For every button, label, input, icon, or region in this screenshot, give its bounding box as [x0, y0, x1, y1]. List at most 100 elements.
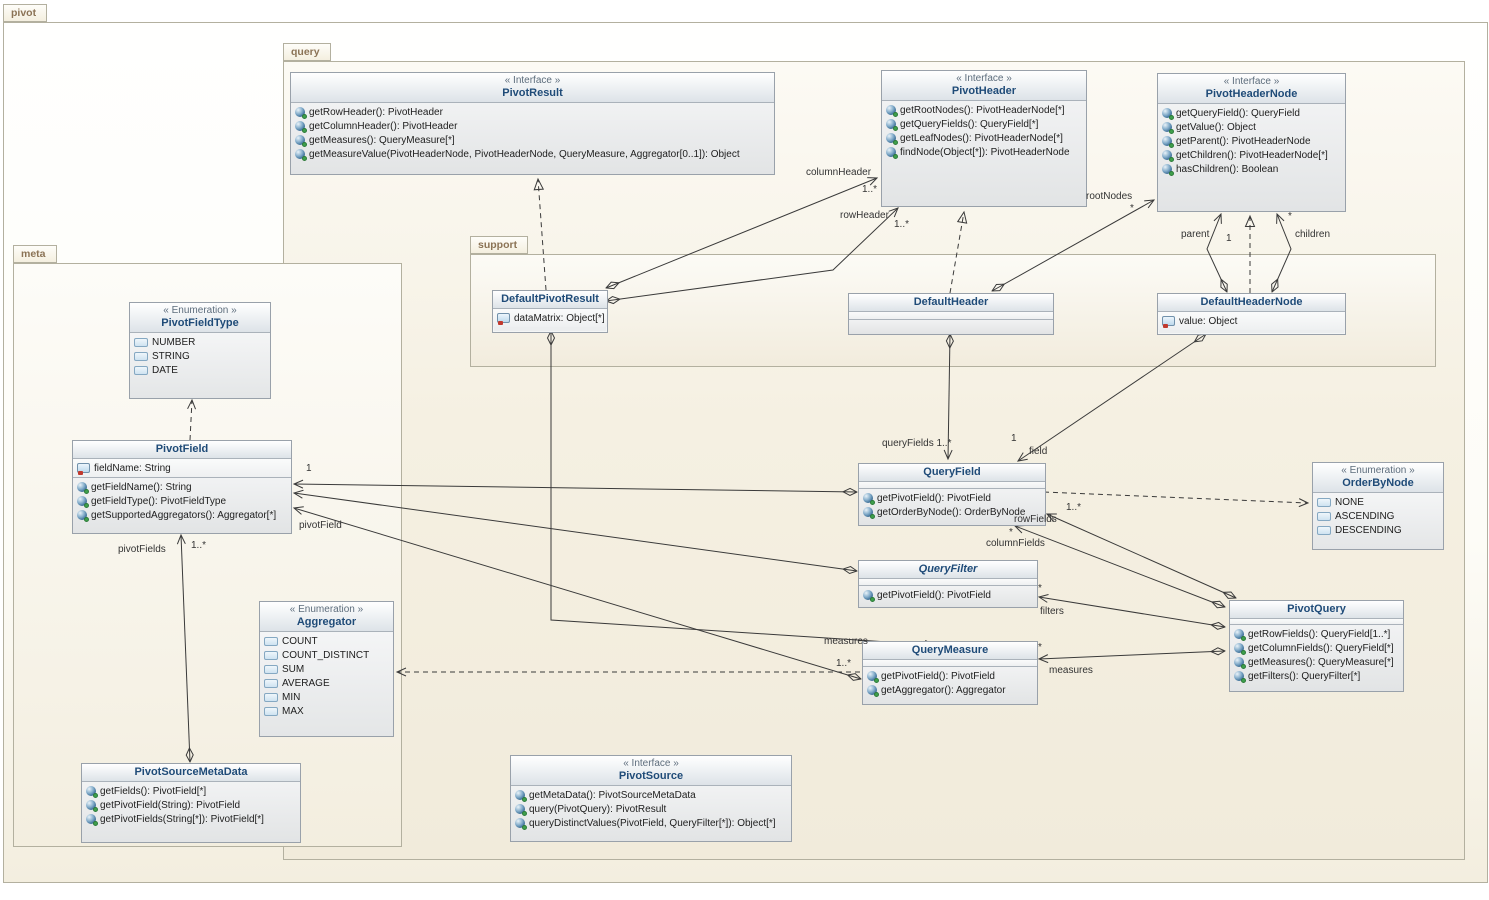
operation-row[interactable]: getColumnFields(): QueryField[*]: [1230, 641, 1403, 655]
operation-row[interactable]: getQueryFields(): QueryField[*]: [882, 117, 1086, 131]
literal-row[interactable]: AVERAGE: [260, 676, 393, 690]
operation-icon: [515, 790, 527, 802]
operation-icon: [77, 496, 89, 508]
operation-row[interactable]: queryDistinctValues(PivotField, QueryFil…: [511, 816, 791, 830]
operation-icon: [1234, 629, 1246, 641]
multiplicity-label: *: [1038, 583, 1042, 594]
operation-icon: [1162, 122, 1174, 134]
class-pivotsource[interactable]: « Interface » PivotSource getMetaData():…: [510, 755, 792, 842]
literal-row[interactable]: STRING: [130, 349, 270, 363]
operation-row[interactable]: getSupportedAggregators(): Aggregator[*]: [73, 508, 291, 522]
operation-row[interactable]: getRowHeader(): PivotHeader: [291, 105, 774, 119]
operation-icon: [77, 482, 89, 494]
class-name: PivotField: [155, 443, 209, 455]
operation-row[interactable]: getPivotField(): PivotField: [859, 491, 1045, 505]
operation-row[interactable]: getChildren(): PivotHeaderNode[*]: [1158, 148, 1345, 162]
enum-literal-icon: [264, 664, 278, 674]
package-tab-pivot[interactable]: pivot: [3, 4, 48, 22]
class-name: PivotQuery: [1287, 603, 1346, 615]
operation-icon: [886, 133, 898, 145]
literal-row[interactable]: COUNT_DISTINCT: [260, 648, 393, 662]
operation-row[interactable]: getPivotField(String): PivotField: [82, 798, 300, 812]
enum-literal-icon: [134, 365, 148, 375]
class-defaultheader[interactable]: DefaultHeader: [848, 293, 1054, 335]
operation-icon: [1162, 136, 1174, 148]
class-pivotfield[interactable]: PivotField fieldName: String getFieldNam…: [72, 440, 292, 534]
operation-row[interactable]: getParent(): PivotHeaderNode: [1158, 134, 1345, 148]
literal-row[interactable]: NONE: [1313, 495, 1443, 509]
class-defaultheadernode[interactable]: DefaultHeaderNode value: Object: [1157, 293, 1346, 335]
enum-pivotfieldtype[interactable]: « Enumeration » PivotFieldType NUMBER ST…: [129, 302, 271, 399]
operation-row[interactable]: getMeasures(): QueryMeasure[*]: [291, 133, 774, 147]
stereotype-label: « Interface »: [504, 75, 561, 86]
operation-row[interactable]: getMeasures(): QueryMeasure[*]: [1230, 655, 1403, 669]
operation-icon: [863, 507, 875, 519]
class-pivotheader[interactable]: « Interface » PivotHeader getRootNodes()…: [881, 70, 1087, 207]
enum-aggregator[interactable]: « Enumeration » Aggregator COUNT COUNT_D…: [259, 601, 394, 737]
multiplicity-label: *: [1288, 211, 1292, 222]
literals-compartment: NUMBER STRING DATE: [130, 332, 270, 398]
stereotype-label: « Interface »: [623, 758, 679, 769]
package-tab-query[interactable]: query: [283, 43, 331, 61]
literal-row[interactable]: MAX: [260, 704, 393, 718]
class-queryfilter[interactable]: QueryFilter getPivotField(): PivotField: [858, 560, 1038, 608]
attribute-row[interactable]: dataMatrix: Object[*]: [493, 311, 607, 325]
operation-icon: [1234, 657, 1246, 669]
package-tab-support[interactable]: support: [470, 236, 529, 254]
literal-row[interactable]: ASCENDING: [1313, 509, 1443, 523]
operation-icon: [86, 814, 98, 826]
operation-row[interactable]: getLeafNodes(): PivotHeaderNode[*]: [882, 131, 1086, 145]
operation-row[interactable]: getMeasureValue(PivotHeaderNode, PivotHe…: [291, 147, 774, 161]
operation-row[interactable]: getRootNodes(): PivotHeaderNode[*]: [882, 103, 1086, 117]
literal-row[interactable]: COUNT: [260, 634, 393, 648]
multiplicity-label: 1..*: [862, 184, 878, 195]
edge-label-field: field: [1029, 446, 1048, 457]
package-tab-meta[interactable]: meta: [13, 245, 57, 263]
edge-label-measures: measures: [1049, 665, 1093, 676]
operation-row[interactable]: getAggregator(): Aggregator: [863, 683, 1037, 697]
edge-label-measures: measures: [824, 636, 868, 647]
class-defaultpivotresult[interactable]: DefaultPivotResult dataMatrix: Object[*]: [492, 290, 608, 333]
operation-row[interactable]: getFields(): PivotField[*]: [82, 784, 300, 798]
class-pivotresult[interactable]: « Interface » PivotResult getRowHeader()…: [290, 72, 775, 175]
operation-row[interactable]: getPivotFields(String[*]): PivotField[*]: [82, 812, 300, 826]
class-name: PivotSource: [618, 770, 684, 782]
operation-row[interactable]: getFieldName(): String: [73, 480, 291, 494]
class-header: « Enumeration » PivotFieldType: [130, 303, 270, 332]
literal-row[interactable]: DATE: [130, 363, 270, 377]
class-pivotsourcemetadata[interactable]: PivotSourceMetaData getFields(): PivotFi…: [81, 763, 301, 843]
class-querymeasure[interactable]: QueryMeasure getPivotField(): PivotField…: [862, 641, 1038, 705]
literal-row[interactable]: NUMBER: [130, 335, 270, 349]
class-pivotheadernode[interactable]: « Interface » PivotHeaderNode getQueryFi…: [1157, 73, 1346, 212]
attribute-row[interactable]: value: Object: [1158, 314, 1345, 328]
edge-label-queryfields: queryFields 1..*: [882, 438, 952, 449]
operation-row[interactable]: findNode(Object[*]): PivotHeaderNode: [882, 145, 1086, 159]
operation-row[interactable]: getColumnHeader(): PivotHeader: [291, 119, 774, 133]
attributes-compartment: fieldName: String: [73, 458, 291, 477]
attribute-row[interactable]: fieldName: String: [73, 461, 291, 475]
operation-row[interactable]: getPivotField(): PivotField: [863, 669, 1037, 683]
attributes-compartment: [1230, 618, 1403, 624]
literal-row[interactable]: SUM: [260, 662, 393, 676]
literal-row[interactable]: DESCENDING: [1313, 523, 1443, 537]
operation-row[interactable]: getFieldType(): PivotFieldType: [73, 494, 291, 508]
multiplicity-label: *: [1009, 527, 1013, 538]
enum-orderbynode[interactable]: « Enumeration » OrderByNode NONE ASCENDI…: [1312, 462, 1444, 550]
attributes-compartment: [863, 659, 1037, 666]
operation-row[interactable]: getMetaData(): PivotSourceMetaData: [511, 788, 791, 802]
attribute-icon: [1162, 316, 1175, 328]
operation-row[interactable]: hasChildren(): Boolean: [1158, 162, 1345, 176]
operations-compartment: getQueryField(): QueryField getValue(): …: [1158, 103, 1345, 211]
class-header: « Enumeration » Aggregator: [260, 602, 393, 631]
operation-icon: [295, 121, 307, 133]
operation-row[interactable]: getRowFields(): QueryField[1..*]: [1230, 627, 1403, 641]
literal-row[interactable]: MIN: [260, 690, 393, 704]
operation-row[interactable]: getQueryField(): QueryField: [1158, 106, 1345, 120]
multiplicity-label: 1..*: [836, 658, 852, 669]
edge-label-filters: filters: [1040, 606, 1064, 617]
operation-row[interactable]: query(PivotQuery): PivotResult: [511, 802, 791, 816]
operation-row[interactable]: getPivotField(): PivotField: [859, 588, 1037, 602]
class-pivotquery[interactable]: PivotQuery getRowFields(): QueryField[1.…: [1229, 600, 1404, 692]
operation-row[interactable]: getValue(): Object: [1158, 120, 1345, 134]
operation-row[interactable]: getFilters(): QueryFilter[*]: [1230, 669, 1403, 683]
